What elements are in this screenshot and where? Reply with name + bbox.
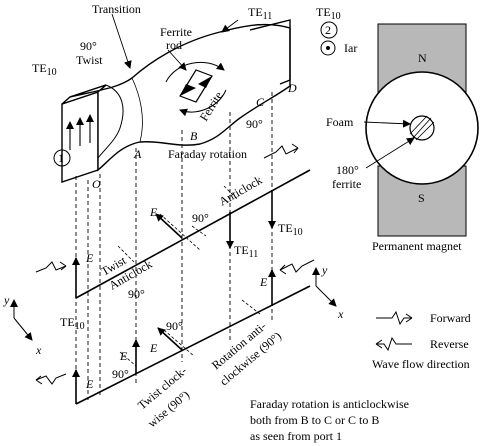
- label-y-upper: y: [3, 293, 10, 307]
- forward-squiggle-upper-right: [263, 143, 299, 159]
- label-90-lower: 90°: [166, 319, 183, 333]
- label-te10-left: TE10: [32, 61, 57, 78]
- legend: Forward Reverse Wave flow direction: [372, 310, 471, 371]
- port2-circle: [320, 21, 338, 39]
- port2-label: 2: [325, 23, 331, 37]
- label-te11-top: TE11: [248, 5, 272, 22]
- upper-propagation-axis: [75, 169, 311, 299]
- upper-short-dashes: [117, 185, 239, 263]
- label-north: N: [418, 51, 427, 65]
- label-anticlock-upper: Anticlock: [217, 173, 265, 209]
- lower-short-dashes: [119, 299, 261, 367]
- note-line-3: as seen from port 1: [250, 429, 342, 443]
- label-foam: Foam: [326, 115, 354, 129]
- coord-axes-right: [312, 267, 337, 307]
- label-iar: Iar: [344, 41, 357, 55]
- label-180-1: 180°: [336, 163, 359, 177]
- reverse-squiggle-lower-left: [35, 373, 67, 385]
- label-transition: Transition: [92, 2, 141, 16]
- reverse-squiggle-lower-right: [279, 259, 315, 275]
- label-te10-bottom: TE10: [60, 315, 85, 332]
- legend-forward-arrow: [376, 310, 413, 326]
- port1-circle: [53, 149, 71, 167]
- note-line-2: both from B to C or C to B: [250, 413, 379, 427]
- upper-field-arrows: [72, 190, 276, 298]
- label-e-upper-mid: E: [149, 205, 158, 219]
- forward-squiggle-upper-left: [35, 261, 67, 273]
- legend-reverse-arrow: [375, 336, 412, 352]
- label-twist-angle: 90°: [80, 39, 97, 53]
- label-d: D: [287, 81, 297, 95]
- legend-title: Wave flow direction: [372, 357, 470, 371]
- leader-lines: [111, 13, 239, 71]
- note: Faraday rotation is anticlockwise both f…: [250, 397, 409, 443]
- ferrite-rod: [165, 61, 227, 117]
- upper-labels: Faraday rotation Anticlock E 90° TE10 TE…: [85, 147, 303, 301]
- label-ferrite-rod-1: Ferrite: [160, 25, 192, 39]
- label-180-2: ferrite: [332, 177, 361, 191]
- label-y-lower-right: y: [321, 263, 328, 277]
- note-line-1: Faraday rotation is anticlockwise: [250, 397, 409, 411]
- label-a: A: [133, 147, 142, 161]
- label-90-twist: 90°: [128, 287, 145, 301]
- label-c: C: [256, 95, 265, 109]
- label-e-lower-mid: E: [149, 341, 158, 355]
- lower-field-arrows: [72, 269, 276, 404]
- label-o: O: [92, 177, 101, 191]
- port1-label: 1: [58, 151, 64, 165]
- port1-field-arrows: [66, 114, 94, 150]
- label-x-upper: x: [35, 343, 42, 357]
- legend-reverse-label: Reverse: [430, 337, 469, 351]
- label-te10-right: TE10: [316, 5, 341, 22]
- label-te11-mid: TE11: [234, 243, 258, 260]
- label-e-lower-left: E: [85, 377, 94, 391]
- label-twist: Twist: [76, 53, 103, 67]
- label-e-right-lower: E: [259, 275, 268, 289]
- label-te10-mid: TE10: [278, 221, 303, 238]
- label-south: S: [418, 191, 425, 205]
- label-c-angle: 90°: [246, 117, 263, 131]
- legend-forward-label: Forward: [430, 311, 471, 325]
- label-ferrite-rod-2: rod: [166, 38, 182, 52]
- label-90-lower-left: 90°: [112, 367, 129, 381]
- label-e-left-upper: E: [85, 251, 94, 265]
- permanent-magnet: Iar N S Foam 180° ferrite Permanent magn…: [320, 23, 479, 253]
- label-b: B: [190, 129, 198, 143]
- label-90-upper: 90°: [192, 211, 209, 225]
- label-x-lower-right: x: [337, 307, 344, 321]
- label-e-lower-left-mid: E: [119, 349, 128, 363]
- lower-propagation-axis: [75, 285, 311, 405]
- coord-axes-left: [10, 299, 33, 341]
- label-faraday-rotation: Faraday rotation: [168, 147, 247, 161]
- label-permanent-magnet: Permanent magnet: [372, 239, 462, 253]
